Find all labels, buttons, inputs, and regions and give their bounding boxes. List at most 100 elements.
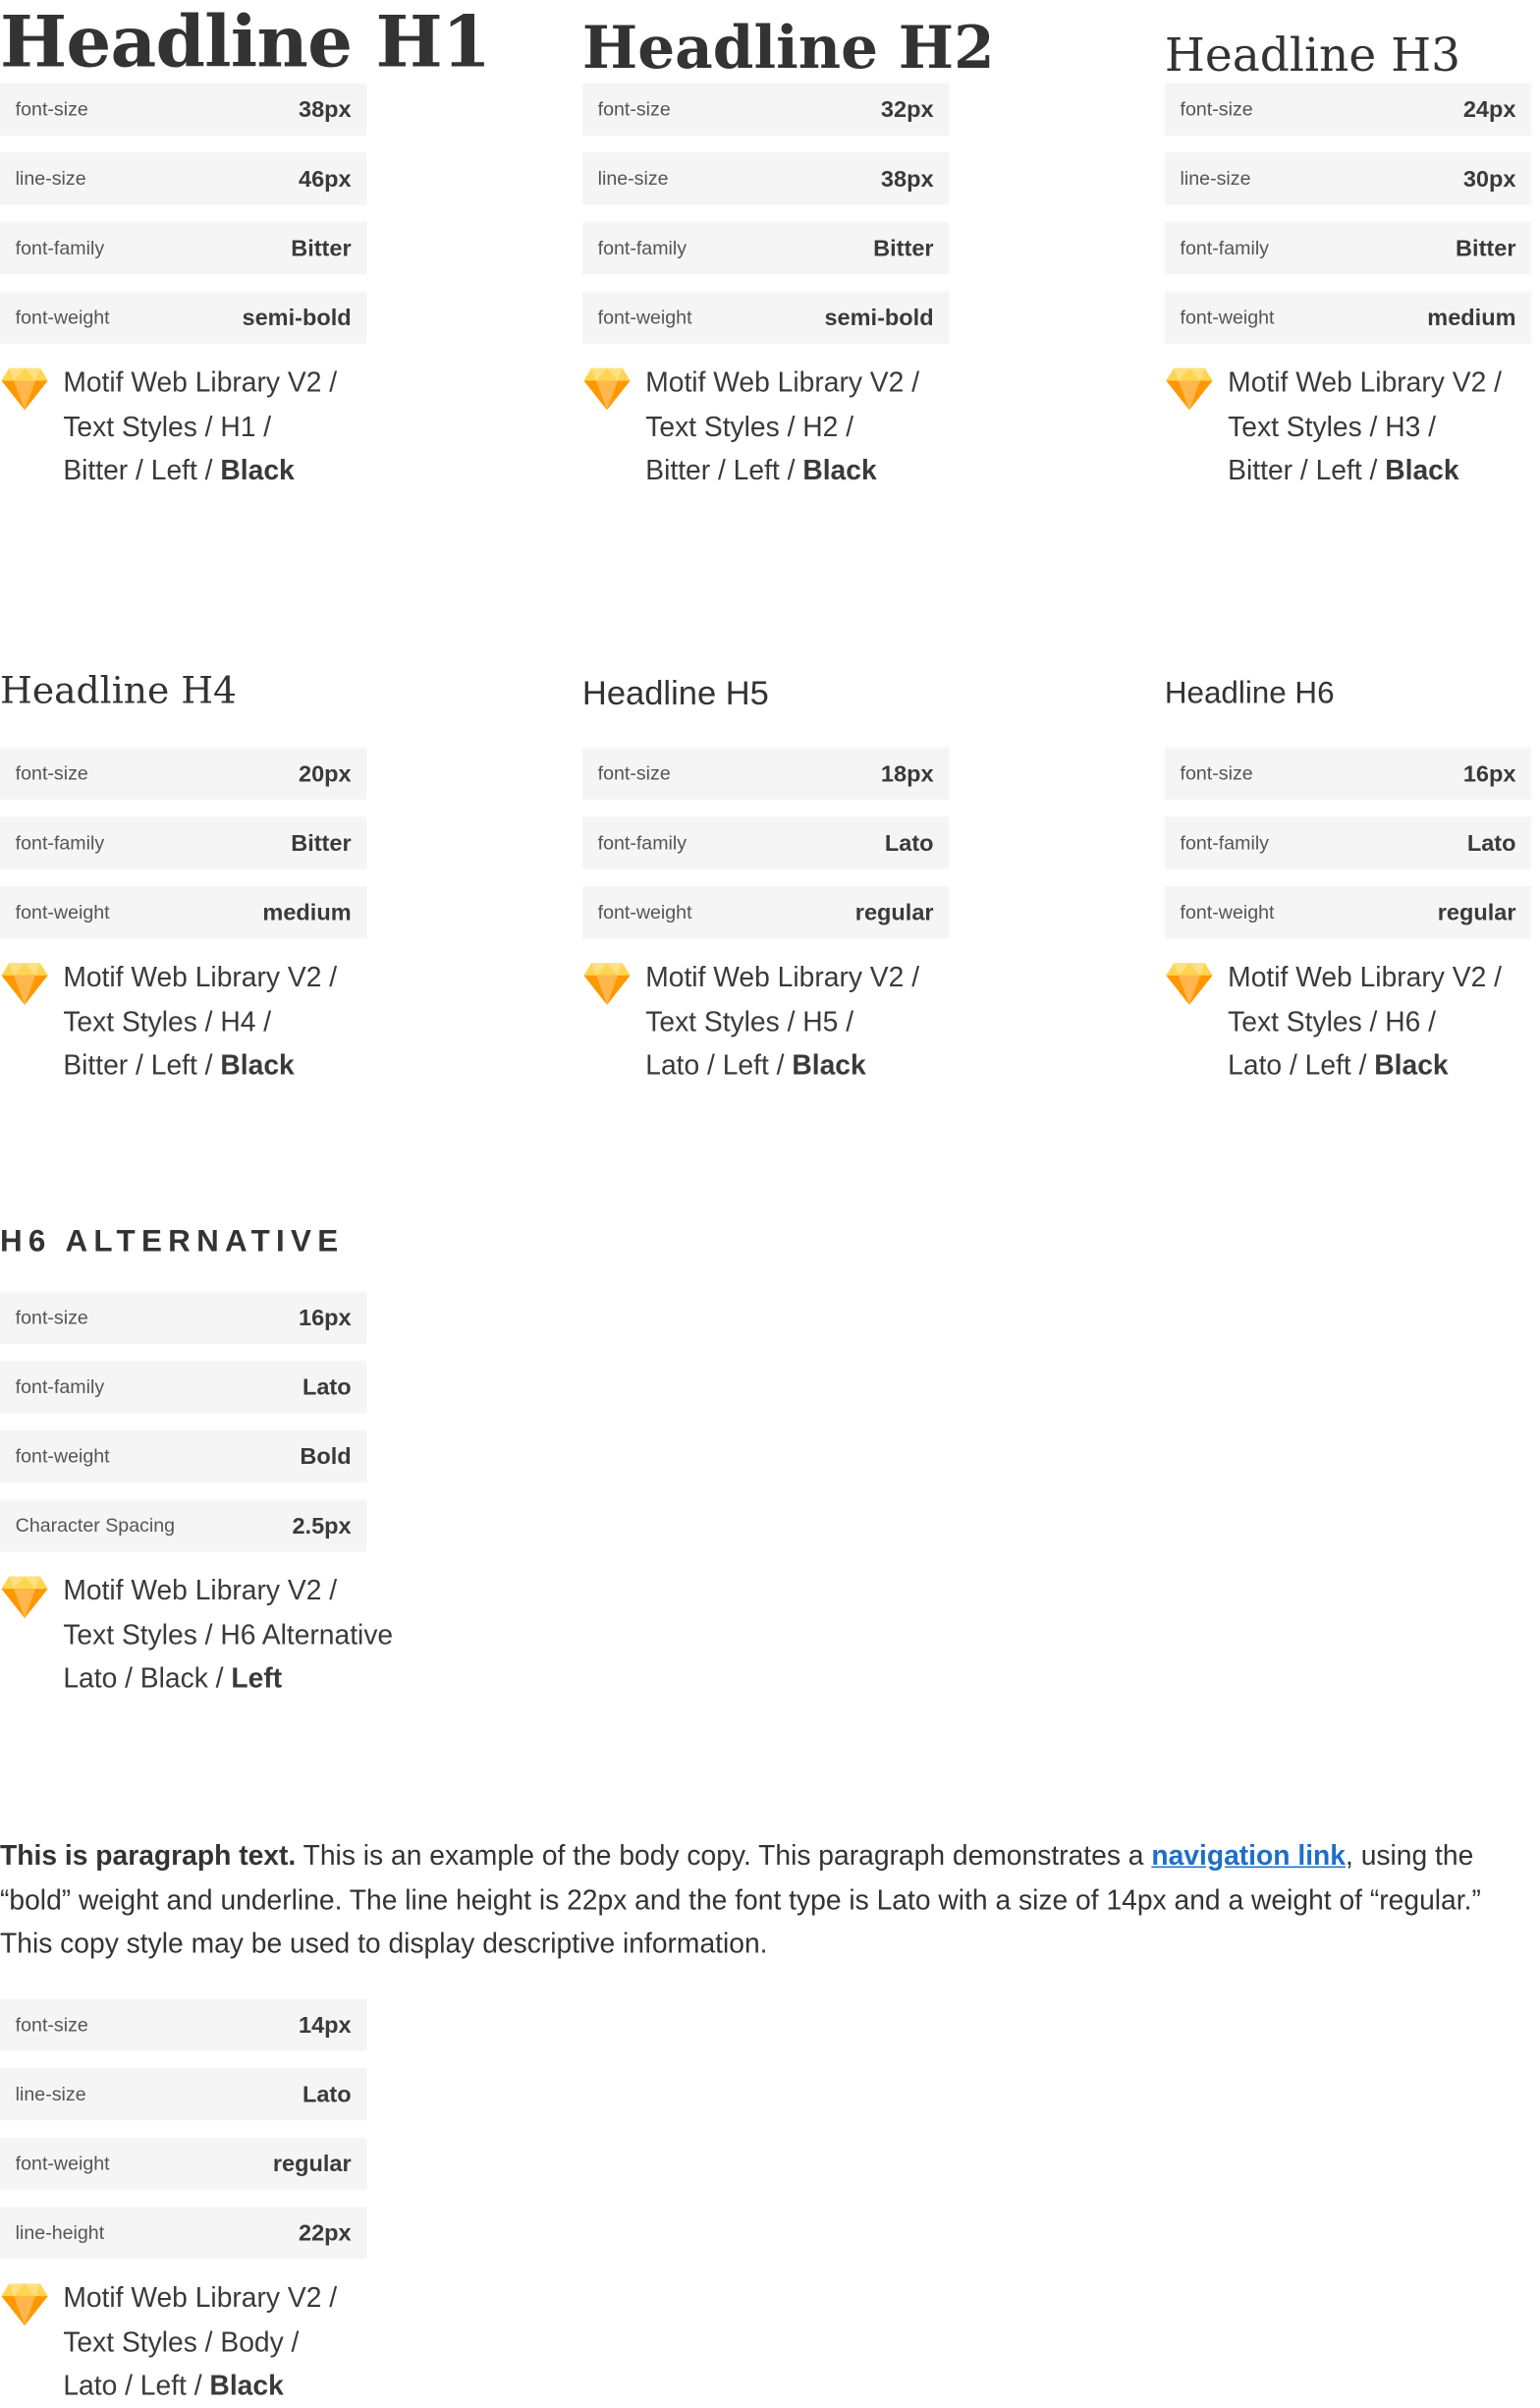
ref-line-3: Bitter / Left / <box>645 454 803 486</box>
sketch-reference: Motif Web Library V2 / Text Styles / Bod… <box>0 2276 369 2408</box>
property-key: font-family <box>597 832 688 855</box>
ref-line-2: Text Styles / H4 / <box>63 1005 272 1036</box>
property-value: regular <box>854 899 934 925</box>
property-row: line-size Lato <box>0 2068 367 2121</box>
property-key: font-size <box>15 762 88 785</box>
property-key: font-family <box>1180 832 1269 855</box>
headline-h1-sample: Headline H1 <box>0 0 491 84</box>
sketch-diamond-icon <box>1 963 48 1005</box>
sketch-reference: Motif Web Library V2 / Text Styles / H4 … <box>0 956 369 1088</box>
sketch-diamond-icon <box>583 367 631 411</box>
property-row: font-size 20px <box>0 747 367 801</box>
sketch-diamond-icon <box>1 2283 48 2326</box>
property-key: font-size <box>597 762 671 785</box>
ref-line-3-bold: Left <box>231 1662 283 1694</box>
property-value: Lato <box>302 2081 352 2108</box>
property-key: line-size <box>1180 167 1251 190</box>
ref-line-1: Motif Web Library V2 / <box>645 961 920 993</box>
ref-line-1: Motif Web Library V2 / <box>63 366 338 398</box>
ref-line-3: Bitter / Left / <box>63 1049 221 1081</box>
property-key: font-family <box>15 237 105 259</box>
headline-h6-alternative-sample: H6 ALTERNATIVE <box>0 1225 345 1260</box>
headline-h5-sample: Headline H5 <box>581 673 769 712</box>
ref-line-3: Lato / Black / <box>63 1662 232 1694</box>
property-value: 22px <box>298 2219 352 2247</box>
headline-h3-sample: Headline H3 <box>1164 28 1461 84</box>
property-value: 32px <box>880 96 934 123</box>
property-row: font-weight medium <box>1164 291 1532 344</box>
property-value: medium <box>262 899 352 925</box>
property-value: 16px <box>298 1304 352 1331</box>
ref-line-3-bold: Black <box>1374 1049 1449 1081</box>
ref-line-2: Text Styles / H1 / <box>63 411 272 442</box>
property-list: font-size 20px font-family Bitter font-weigh… <box>0 747 367 939</box>
paragraph-text: This is an example of the body copy. Thi… <box>296 1839 1152 1872</box>
ref-line-3: Lato / Left / <box>1228 1049 1375 1081</box>
ref-line-2: Text Styles / H5 / <box>645 1005 854 1036</box>
property-key: font-family <box>15 832 105 855</box>
property-key: line-size <box>597 167 669 190</box>
property-value: 24px <box>1462 96 1516 123</box>
property-key: line-size <box>15 167 86 190</box>
property-value: medium <box>1427 304 1516 331</box>
property-value: Bitter <box>873 235 934 261</box>
property-value: 20px <box>298 760 352 787</box>
sketch-reference-text: Motif Web Library V2 / Text Styles / H6 … <box>63 1569 393 1701</box>
sketch-diamond-icon <box>1 367 48 411</box>
ref-line-3: Bitter / Left / <box>1228 454 1386 486</box>
sketch-reference: Motif Web Library V2 / Text Styles / H6 … <box>0 1569 393 1701</box>
property-value: Bitter <box>291 829 352 857</box>
property-value: regular <box>272 2150 352 2177</box>
property-value: 38px <box>880 165 934 193</box>
property-key: font-weight <box>15 1445 110 1468</box>
paragraph-sample: This is paragraph text. This is an examp… <box>0 1834 1517 1966</box>
ref-line-1: Motif Web Library V2 / <box>63 2282 338 2314</box>
ref-line-3-bold: Black <box>220 1049 295 1081</box>
sketch-reference-text: Motif Web Library V2 / Text Styles / Bod… <box>63 2276 337 2408</box>
property-key: line-size <box>15 2083 86 2105</box>
property-key: font-weight <box>597 901 692 924</box>
ref-line-3: Lato / Left / <box>63 2370 210 2401</box>
property-value: 18px <box>880 760 934 787</box>
property-value: Bitter <box>1456 235 1516 261</box>
ref-line-1: Motif Web Library V2 / <box>645 366 920 398</box>
property-key: font-weight <box>1180 307 1275 329</box>
paragraph-text-end: , using the “bold” weight and underline.… <box>0 1839 1481 1959</box>
sketch-reference-text: Motif Web Library V2 / Text Styles / H1 … <box>63 361 337 492</box>
property-row: line-size 38px <box>581 152 950 205</box>
ref-line-3-bold: Black <box>802 454 877 486</box>
property-value: 46px <box>298 165 352 193</box>
sketch-reference: Motif Web Library V2 / Text Styles / H5 … <box>582 956 952 1088</box>
property-key: font-weight <box>597 307 692 329</box>
ref-line-1: Motif Web Library V2 / <box>63 1575 338 1606</box>
ref-line-1: Motif Web Library V2 / <box>1228 961 1502 993</box>
sketch-reference: Motif Web Library V2 / Text Styles / H6 … <box>1165 956 1534 1088</box>
property-value: semi-bold <box>824 304 934 331</box>
property-value: 14px <box>298 2011 352 2039</box>
property-value: semi-bold <box>242 304 352 331</box>
navigation-link[interactable]: navigation link <box>1151 1839 1347 1872</box>
property-key: font-weight <box>15 901 110 924</box>
property-row: line-size 46px <box>0 152 367 205</box>
